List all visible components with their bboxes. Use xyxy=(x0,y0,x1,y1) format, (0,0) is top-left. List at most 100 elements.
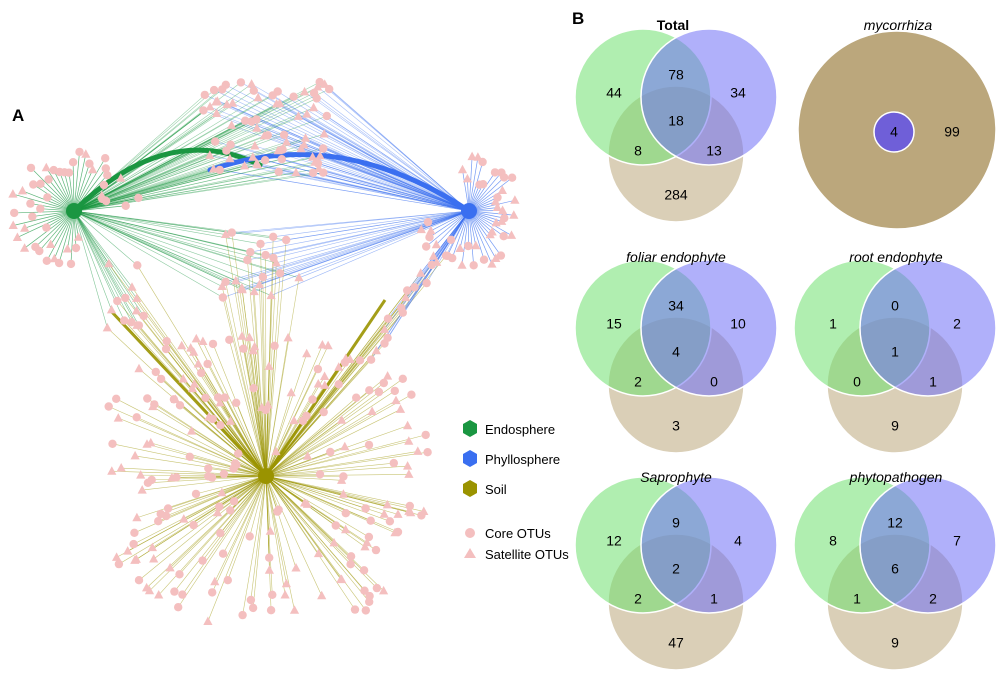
core-otu-node xyxy=(43,193,52,202)
core-otu-node xyxy=(114,559,124,569)
venn-count-bt: 1 xyxy=(929,374,937,390)
network-edge xyxy=(250,475,267,600)
core-otu-node xyxy=(26,163,36,173)
core-otu-node xyxy=(204,472,213,481)
satellite-otu-node xyxy=(497,185,507,194)
satellite-otu-node xyxy=(371,345,381,355)
network-edge xyxy=(319,81,470,212)
legend-core-otus-label: Core OTUs xyxy=(485,526,551,541)
network-edge xyxy=(73,210,224,298)
venn-count-g: 15 xyxy=(606,316,622,332)
network-edge xyxy=(468,210,475,266)
network-edge xyxy=(131,287,267,477)
satellite-otu-node xyxy=(308,152,318,161)
network-edge xyxy=(249,337,267,477)
core-otu-node xyxy=(156,374,166,384)
network-edge xyxy=(265,360,361,477)
network-edge xyxy=(265,475,351,565)
network-edge xyxy=(160,378,267,477)
core-otu-node xyxy=(365,386,374,395)
core-otu-node xyxy=(234,449,243,458)
network-edge xyxy=(208,468,267,477)
core-otu-node xyxy=(218,293,228,302)
network-edge xyxy=(73,169,220,212)
network-edge xyxy=(324,84,470,212)
satellite-otu-node xyxy=(215,397,225,407)
venn-title: Total xyxy=(657,17,689,33)
core-otu-node xyxy=(221,277,230,286)
satellite-otu-node xyxy=(178,374,188,383)
core-otu-node xyxy=(121,293,130,303)
core-otu-node xyxy=(26,199,35,208)
core-otu-node xyxy=(256,239,265,249)
network-edge xyxy=(304,91,470,212)
satellite-otu-node xyxy=(416,224,426,234)
network-edge xyxy=(265,475,399,515)
venn-count-t: 284 xyxy=(664,187,688,203)
core-otu-node xyxy=(239,344,248,353)
network-edge xyxy=(73,205,126,212)
core-otu-node xyxy=(246,247,255,257)
core-otu-node xyxy=(75,147,84,157)
core-otu-node xyxy=(268,91,277,100)
satellite-otu-node xyxy=(17,185,28,195)
network-edge xyxy=(252,475,267,608)
satellite-otu-node xyxy=(485,229,495,239)
network-edge xyxy=(177,475,267,608)
network-edge xyxy=(46,210,75,261)
core-otu-node xyxy=(380,339,389,348)
network-edge xyxy=(265,475,378,589)
network-edge xyxy=(276,210,470,264)
satellite-otu-node xyxy=(401,292,411,302)
core-otu-node xyxy=(220,393,229,402)
venn-count-gbt: 6 xyxy=(891,561,899,577)
satellite-otu-node xyxy=(497,216,507,225)
core-otu-node xyxy=(104,402,113,411)
core-otu-node xyxy=(260,156,270,165)
core-otu-node xyxy=(147,475,156,485)
satellite-otu-node xyxy=(205,101,215,111)
network-edge xyxy=(305,137,470,212)
backbone-edge xyxy=(108,308,268,478)
network-edge xyxy=(468,210,493,265)
core-otu-node xyxy=(42,256,51,265)
network-edge xyxy=(73,90,254,212)
network-edge xyxy=(118,417,267,477)
satellite-otu-node xyxy=(313,82,323,91)
core-otu-node xyxy=(226,506,235,515)
network-edge xyxy=(265,353,307,477)
core-otu-node xyxy=(191,489,201,499)
satellite-otu-node xyxy=(271,257,281,267)
satellite-otu-node xyxy=(317,340,327,349)
venn-count-gt: 0 xyxy=(853,374,861,390)
network-edge xyxy=(72,162,75,212)
core-otu-node xyxy=(425,233,434,242)
network-edge xyxy=(273,210,470,259)
network-edge xyxy=(265,465,408,477)
core-otu-node xyxy=(361,504,370,513)
core-otu-node xyxy=(203,359,212,369)
network-edge xyxy=(213,89,470,212)
core-otu-node xyxy=(201,393,210,403)
satellite-otu-node xyxy=(104,258,114,268)
core-otu-node xyxy=(423,448,432,457)
core-otu-node xyxy=(120,316,129,325)
network-edge xyxy=(73,172,297,212)
network-edge xyxy=(283,134,470,212)
core-otu-node xyxy=(390,386,399,396)
core-otu-node xyxy=(365,597,374,606)
network-edge xyxy=(314,162,470,212)
satellite-otu-node xyxy=(403,461,413,470)
satellite-otu-node xyxy=(210,576,220,586)
satellite-otu-node xyxy=(225,416,235,425)
core-otu-node xyxy=(315,470,325,479)
inner-count: 4 xyxy=(890,124,898,140)
satellite-otu-node xyxy=(177,340,187,350)
soil-hub xyxy=(258,468,274,484)
network-edge xyxy=(468,210,502,256)
core-otu-node xyxy=(469,261,478,270)
core-otu-swatch xyxy=(465,528,475,538)
core-otu-node xyxy=(352,393,361,402)
core-otu-node xyxy=(282,235,291,245)
network-edge xyxy=(207,475,267,622)
